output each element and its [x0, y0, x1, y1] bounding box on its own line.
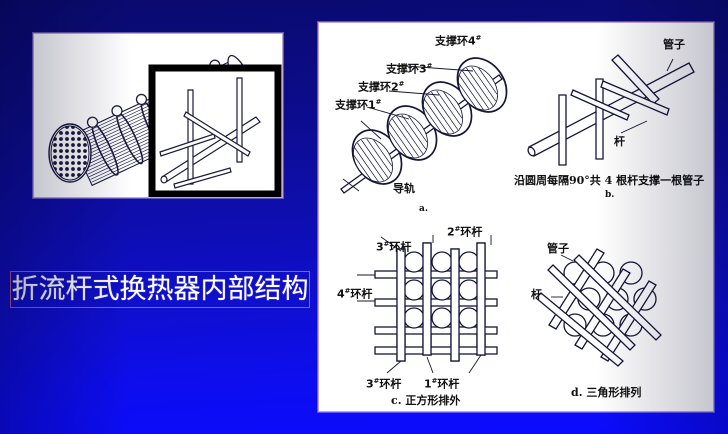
label-support-ring-4: 支撑环4# [435, 34, 482, 48]
label-ring-rod-1: 1#环杆 [424, 377, 460, 391]
label-rod-b: 杆 [614, 135, 625, 148]
label-ring-rod-3-bottom: 3#环杆 [366, 377, 402, 391]
label-tube-b: 管子 [663, 38, 685, 51]
label-guide-rail: 导轨 [393, 182, 415, 195]
tubesheet-face [48, 123, 92, 183]
caption-figure-d: d. 三角形排列 [571, 386, 642, 399]
figure-c-square-layout [357, 235, 498, 374]
rod-baffle-detail-inset [148, 64, 282, 197]
tube-bundle-drawing [48, 54, 282, 197]
figure-a-support-rings [340, 57, 508, 194]
label-tube-d: 管子 [547, 242, 569, 255]
label-ring-rod-3-top: 3#环杆 [376, 240, 412, 254]
label-support-ring-2: 支撑环2# [358, 80, 405, 94]
label-support-ring-1: 支撑环1# [335, 98, 382, 112]
caption-figure-b: b. [605, 190, 615, 200]
label-rod-d: 杆 [531, 288, 542, 301]
heat-exchanger-photo-panel [33, 33, 283, 198]
caption-figure-c: c. 正方形排外 [391, 394, 461, 407]
slide-title-box: 折流杆式换热器内部结构 [10, 271, 310, 308]
page-title: 折流杆式换热器内部结构 [11, 274, 309, 305]
figure-d-triangular-layout [535, 248, 662, 367]
rod-baffle-figure-panel: 支撑环4# 支撑环3# 支撑环2# 支撑环1# 导轨 a. [318, 22, 714, 412]
label-support-ring-3: 支撑环3# [386, 62, 433, 76]
label-ring-rod-2: 2#环杆 [447, 225, 483, 239]
figure-b-rod-support [527, 54, 695, 166]
label-ring-rod-4: 4#环杆 [337, 287, 373, 301]
caption-figure-a: a. [419, 204, 428, 214]
note-figure-b: 沿圆周每隔90°共 4 根杆支撑一根管子 [514, 174, 705, 187]
